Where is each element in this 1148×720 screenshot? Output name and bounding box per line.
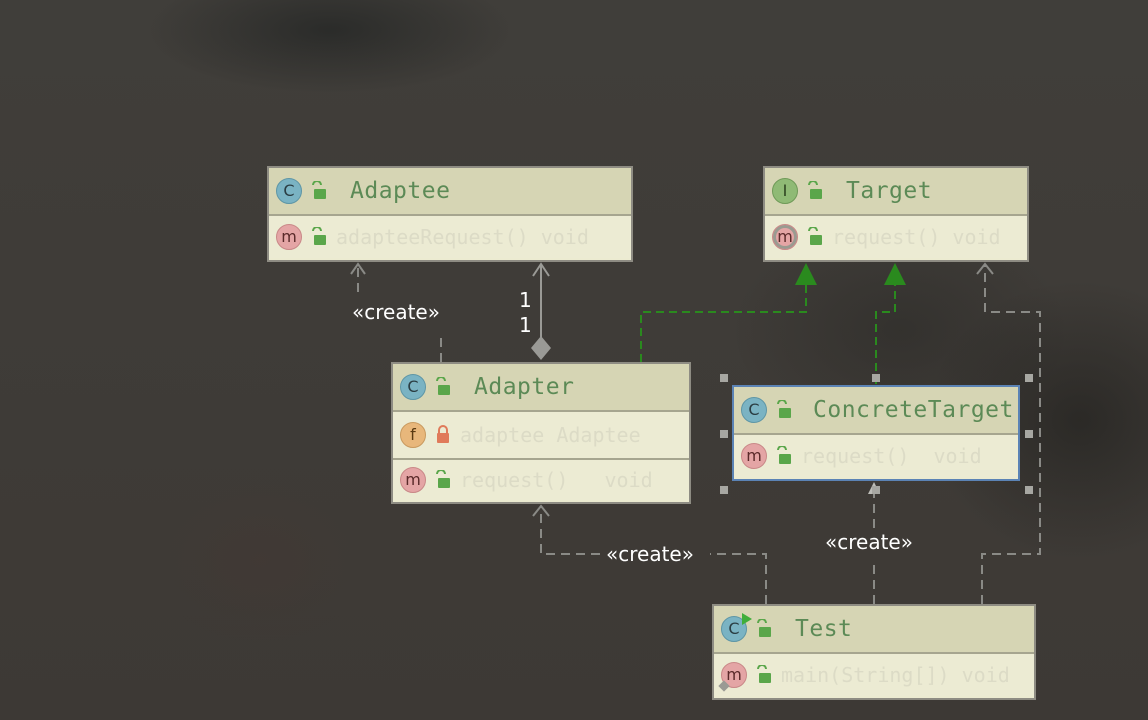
class-header: C Adaptee	[269, 168, 631, 216]
resize-handle-top-right[interactable]	[1025, 374, 1033, 382]
public-visibility-icon	[757, 619, 771, 637]
interface-icon: I	[772, 178, 798, 204]
public-visibility-icon	[436, 470, 450, 488]
field-signature: adaptee Adaptee	[460, 423, 641, 447]
public-visibility-icon	[808, 181, 822, 199]
abstract-method-icon: m	[772, 224, 798, 250]
public-visibility-icon	[757, 665, 771, 683]
resize-handle-middle-left[interactable]	[720, 430, 728, 438]
runnable-class-icon: C	[721, 613, 752, 642]
class-kind-letter: C	[728, 619, 740, 638]
public-visibility-icon	[312, 181, 326, 199]
dependency-test-create-adapter[interactable]	[532, 504, 767, 604]
static-method-icon: m	[718, 662, 747, 692]
class-icon: C	[400, 374, 426, 400]
resize-handle-top-left[interactable]	[720, 374, 728, 382]
class-icon: C	[741, 397, 767, 423]
public-visibility-icon	[808, 227, 822, 245]
class-header: C Test	[714, 606, 1034, 654]
interface-node-target[interactable]: I Target m request() void	[763, 166, 1029, 262]
dependency-test-target[interactable]	[976, 262, 1041, 604]
field-row[interactable]: f adaptee Adaptee	[393, 412, 689, 458]
method-icon: m	[276, 224, 302, 250]
realization-adapter-target[interactable]	[640, 263, 817, 362]
create-label-adapter: «create»	[606, 542, 694, 566]
class-node-adapter[interactable]: C Adapter f adaptee Adaptee m request() …	[391, 362, 691, 504]
method-row[interactable]: m request() void	[765, 216, 1027, 258]
method-signature: request() void	[460, 468, 653, 492]
method-icon: m	[400, 467, 426, 493]
method-row[interactable]: m main(String[]) void	[714, 654, 1034, 696]
class-node-test[interactable]: C Test m main(String[]) void	[712, 604, 1036, 700]
resize-handle-bottom-left[interactable]	[720, 486, 728, 494]
public-visibility-icon	[777, 400, 791, 418]
method-signature: main(String[]) void	[781, 663, 1010, 687]
multiplicity-label-top: 1	[519, 288, 532, 312]
resize-handle-middle-right[interactable]	[1025, 430, 1033, 438]
resize-handle-bottom-right[interactable]	[1025, 486, 1033, 494]
class-icon: C	[276, 178, 302, 204]
multiplicity-label-bottom: 1	[519, 313, 532, 337]
public-visibility-icon	[312, 227, 326, 245]
method-signature: request() void	[832, 225, 1001, 249]
public-visibility-icon	[436, 377, 450, 395]
method-kind-letter: m	[726, 665, 742, 684]
method-row[interactable]: m adapteeRequest() void	[269, 216, 631, 258]
class-header: I Target	[765, 168, 1027, 216]
method-signature: request() void	[801, 444, 982, 468]
method-row[interactable]: m request() void	[734, 435, 1018, 477]
private-visibility-icon	[437, 425, 449, 443]
create-label-concretetarget: «create»	[825, 530, 913, 554]
class-header: C ConcreteTarget	[734, 387, 1018, 435]
aggregation-adapter-adaptee[interactable]	[531, 262, 551, 360]
method-signature: adapteeRequest() void	[336, 225, 589, 249]
run-triangle-icon	[742, 613, 752, 625]
resize-handle-bottom-center[interactable]	[872, 486, 880, 494]
dependency-adapter-create-adaptee[interactable]	[350, 262, 442, 362]
class-name: Target	[846, 178, 933, 204]
class-node-concretetarget[interactable]: C ConcreteTarget m request() void	[732, 385, 1020, 481]
resize-handle-top-center[interactable]	[872, 374, 880, 382]
class-name: Adapter	[474, 374, 575, 400]
class-node-adaptee[interactable]: C Adaptee m adapteeRequest() void	[267, 166, 633, 262]
method-row[interactable]: m request() void	[393, 458, 689, 500]
realization-arrowhead	[795, 263, 817, 285]
class-name: Test	[795, 616, 853, 642]
realization-arrowhead	[884, 263, 906, 285]
create-label-adaptee: «create»	[352, 300, 440, 324]
aggregation-diamond	[531, 336, 551, 360]
realization-concretetarget-target[interactable]	[875, 263, 906, 384]
class-name: ConcreteTarget	[813, 397, 1014, 423]
class-name: Adaptee	[350, 178, 451, 204]
field-icon: f	[400, 422, 426, 448]
public-visibility-icon	[777, 446, 791, 464]
class-header: C Adapter	[393, 364, 689, 412]
method-icon: m	[741, 443, 767, 469]
